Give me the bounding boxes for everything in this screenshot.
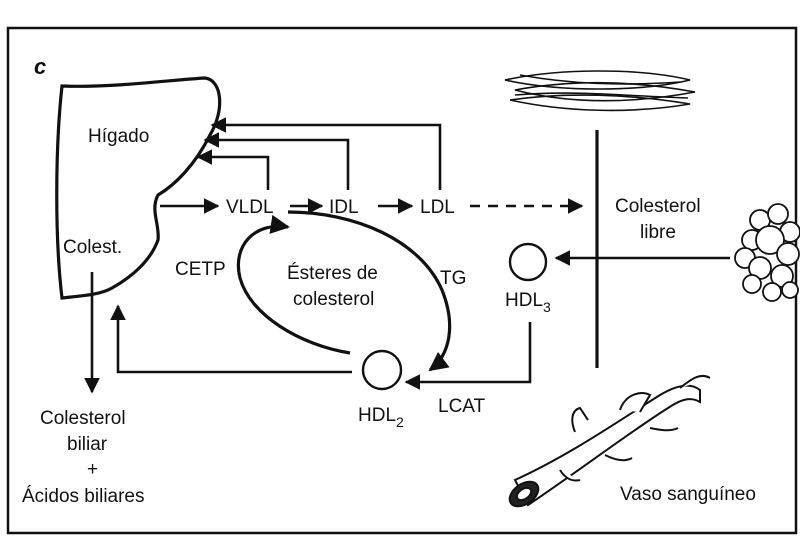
arrow-vldl-to-liver xyxy=(198,157,268,190)
vessel-label: Vaso sanguíneo xyxy=(620,484,756,505)
liver-cholesterol-label: Colest. xyxy=(63,237,122,258)
muscle-tissue-icon xyxy=(505,71,695,110)
cetp-label: CETP xyxy=(175,259,226,280)
hdl3-label: HDL3 xyxy=(505,290,551,315)
bile-label-2: biliar xyxy=(67,434,108,455)
lcat-label: LCAT xyxy=(438,396,486,417)
tg-label: TG xyxy=(440,268,466,289)
hdl2-label: HDL2 xyxy=(358,405,404,430)
bile-label-3: Ácidos biliares xyxy=(22,486,145,507)
panel-letter: c xyxy=(34,54,46,79)
bile-plus: + xyxy=(87,459,98,480)
hdl2-particle xyxy=(363,351,401,389)
adipose-tissue-icon xyxy=(735,204,800,301)
arrow-hdl2-to-liver xyxy=(118,306,352,372)
free-cholesterol-label-1: Colesterol xyxy=(615,196,701,217)
free-cholesterol-label-2: libre xyxy=(640,222,676,243)
liver-label: Hígado xyxy=(88,126,149,147)
arrow-idl-to-liver xyxy=(205,140,348,190)
ldl-label: LDL xyxy=(420,197,455,218)
hdl3-particle xyxy=(510,244,546,280)
arrow-hdl3-to-hdl2-lcat xyxy=(406,322,530,382)
esters-label-1: Ésteres de xyxy=(287,263,378,284)
vldl-label: VLDL xyxy=(226,197,274,218)
bile-label-1: Colesterol xyxy=(40,408,126,429)
esters-label-2: colesterol xyxy=(293,289,374,310)
